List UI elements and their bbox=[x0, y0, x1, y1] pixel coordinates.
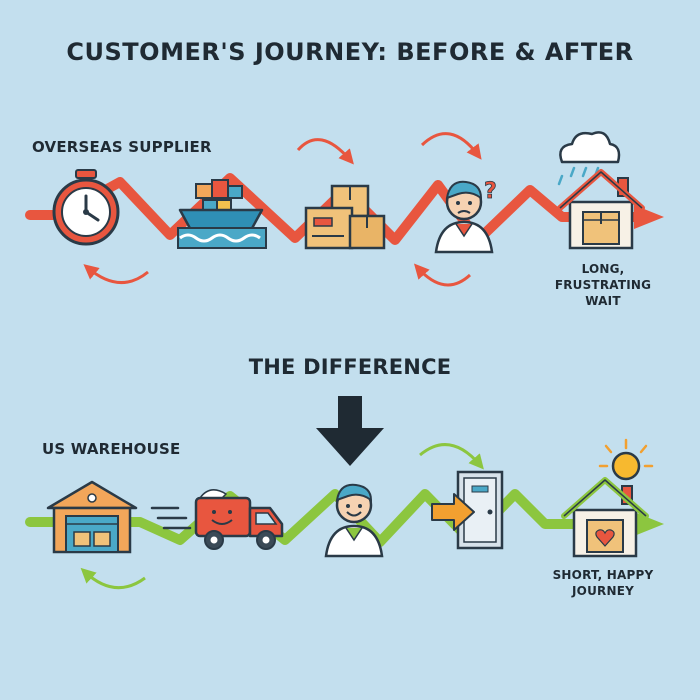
before-result-line1: LONG, FRUSTRATING bbox=[554, 262, 652, 292]
before-result-line2: WAIT bbox=[585, 294, 621, 308]
difference-heading: THE DIFFERENCE bbox=[248, 355, 452, 379]
cycle-arrow-icon bbox=[413, 263, 472, 287]
page-title: CUSTOMER'S JOURNEY: BEFORE & AFTER bbox=[66, 38, 634, 66]
after-path-arrowhead bbox=[634, 512, 664, 536]
cycle-arrow-icon bbox=[420, 132, 482, 160]
house-heart-icon bbox=[561, 477, 649, 558]
cycle-arrow-icon bbox=[296, 138, 354, 165]
cycle-arrow-icon bbox=[80, 567, 146, 590]
cycle-arrow-icon bbox=[419, 443, 484, 470]
warehouse-icon bbox=[46, 480, 138, 554]
sun-icon bbox=[598, 438, 654, 481]
door-arrow-icon bbox=[431, 470, 504, 550]
happy-person-icon bbox=[324, 483, 384, 558]
rain-cloud-icon bbox=[557, 131, 621, 186]
confused-person-icon: ? bbox=[434, 179, 497, 254]
before-path-arrowhead bbox=[634, 205, 664, 229]
before-origin-label: OVERSEAS SUPPLIER bbox=[32, 138, 212, 156]
boxes-icon bbox=[304, 184, 386, 250]
delivery-truck-icon bbox=[150, 489, 284, 550]
after-path bbox=[25, 443, 664, 590]
stopwatch-icon bbox=[52, 169, 120, 246]
before-result-label: LONG, FRUSTRATING WAIT bbox=[538, 261, 668, 309]
cargo-ship-icon bbox=[177, 179, 267, 249]
after-result-line2: JOURNEY bbox=[572, 584, 634, 598]
svg-text:?: ? bbox=[484, 179, 497, 204]
cycle-arrow-icon bbox=[83, 264, 149, 285]
after-result-line1: SHORT, HAPPY bbox=[552, 568, 654, 582]
after-origin-label: US WAREHOUSE bbox=[42, 440, 181, 458]
after-result-label: SHORT, HAPPY JOURNEY bbox=[548, 567, 658, 599]
down-arrow-icon bbox=[316, 396, 384, 466]
house-package-icon bbox=[557, 169, 645, 250]
